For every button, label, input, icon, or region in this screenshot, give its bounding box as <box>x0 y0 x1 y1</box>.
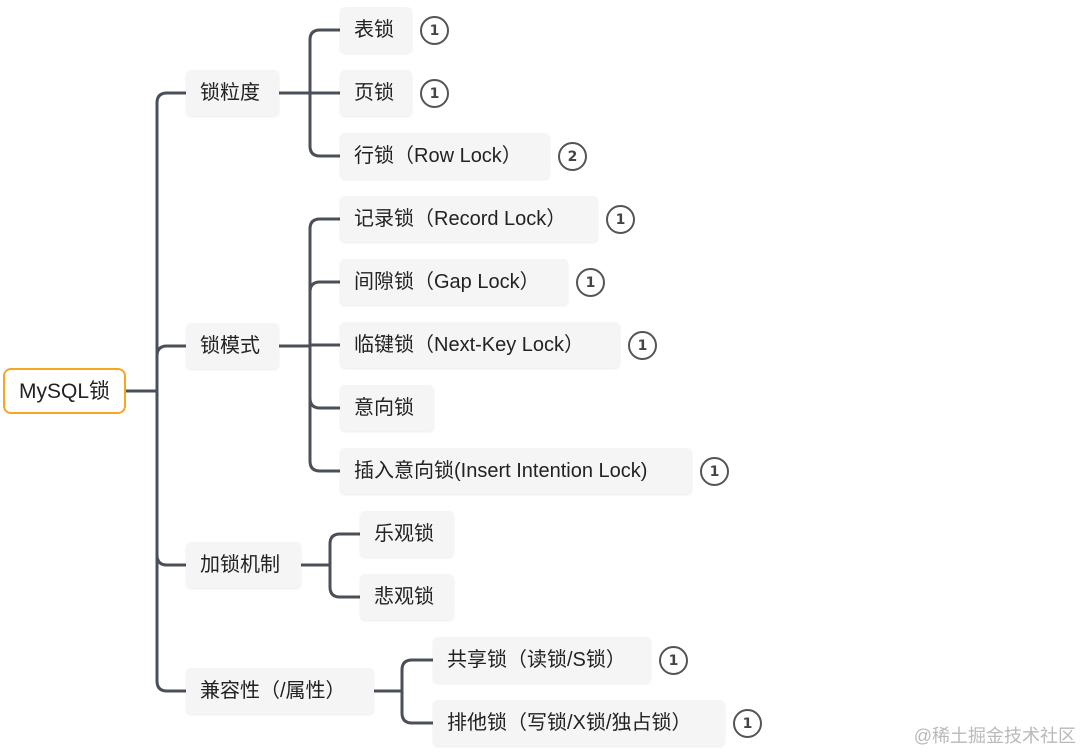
leaf-page-lock[interactable]: 页锁 <box>340 70 412 116</box>
category-connector-3-branch <box>400 711 435 725</box>
root-connector-branch <box>155 553 188 567</box>
watermark: @稀土掘金技术社区 <box>913 726 1076 746</box>
root-connector-branch <box>155 91 188 105</box>
category-connector-0-branch <box>308 28 342 42</box>
category-connector-2-branch <box>328 532 362 546</box>
category-locking-mechanism[interactable]: 加锁机制 <box>186 542 301 588</box>
count-badge[interactable]: 1 <box>420 79 449 108</box>
count-badge[interactable]: 1 <box>628 331 657 360</box>
leaf-shared-lock[interactable]: 共享锁（读锁/S锁） <box>433 637 651 683</box>
category-connector-1-branch <box>308 396 342 410</box>
count-badge[interactable]: 1 <box>576 268 605 297</box>
category-connector-1-branch <box>308 280 342 294</box>
count-badge[interactable]: 1 <box>659 646 688 675</box>
category-lock-mode[interactable]: 锁模式 <box>186 323 279 369</box>
category-connector-1-branch <box>308 217 342 231</box>
count-badge[interactable]: 1 <box>733 709 762 738</box>
leaf-table-lock[interactable]: 表锁 <box>340 7 412 53</box>
category-connector-2-branch <box>328 585 362 599</box>
category-lock-granularity[interactable]: 锁粒度 <box>186 70 279 116</box>
leaf-pessimistic-lock[interactable]: 悲观锁 <box>360 574 454 620</box>
leaf-gap-lock[interactable]: 间隙锁（Gap Lock） <box>340 259 568 305</box>
root-connector-branch <box>155 679 188 693</box>
count-badge[interactable]: 1 <box>420 16 449 45</box>
category-compatibility[interactable]: 兼容性（/属性） <box>186 668 374 714</box>
leaf-intention-lock[interactable]: 意向锁 <box>340 385 434 431</box>
root-node[interactable]: MySQL锁 <box>3 368 126 414</box>
category-connector-1-branch <box>308 459 342 473</box>
category-connector-0-branch <box>308 144 342 158</box>
category-connector-3-branch <box>400 658 435 672</box>
leaf-next-key-lock[interactable]: 临键锁（Next-Key Lock） <box>340 322 620 368</box>
leaf-insert-intention-lock[interactable]: 插入意向锁(Insert Intention Lock) <box>340 448 692 494</box>
leaf-exclusive-lock[interactable]: 排他锁（写锁/X锁/独占锁） <box>433 700 725 746</box>
leaf-row-lock[interactable]: 行锁（Row Lock） <box>340 133 550 179</box>
count-badge[interactable]: 1 <box>606 205 635 234</box>
count-badge[interactable]: 1 <box>700 457 729 486</box>
leaf-optimistic-lock[interactable]: 乐观锁 <box>360 511 454 557</box>
count-badge[interactable]: 2 <box>558 142 587 171</box>
leaf-record-lock[interactable]: 记录锁（Record Lock） <box>340 196 598 242</box>
root-connector-branch <box>155 344 188 358</box>
